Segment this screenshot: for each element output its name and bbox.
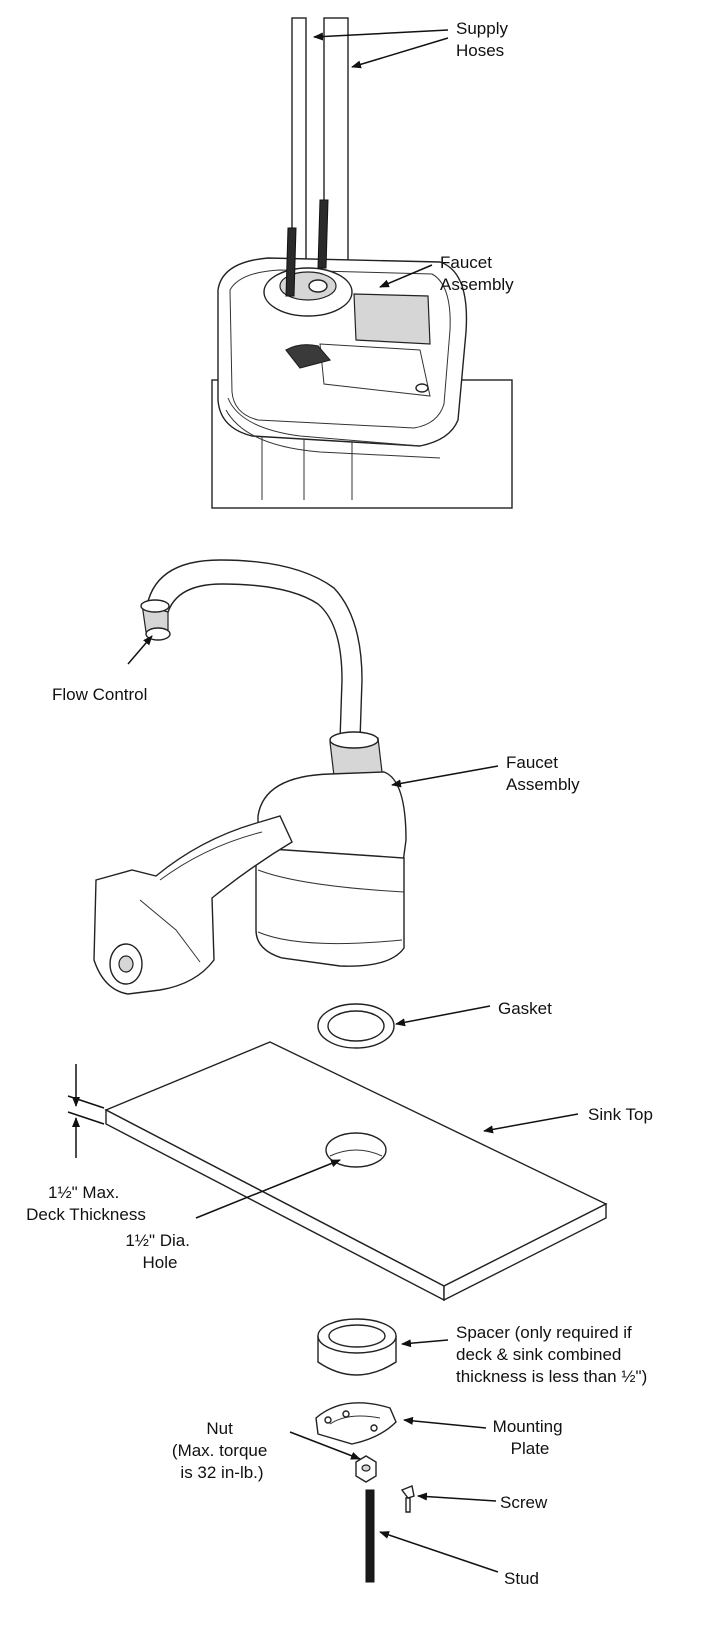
faucet-assembly-leader bbox=[391, 765, 499, 788]
sink-top-label: Sink Top bbox=[588, 1105, 653, 1124]
spacer bbox=[317, 1318, 397, 1376]
stud bbox=[365, 1489, 375, 1583]
faucet-assembly-top-view bbox=[211, 257, 513, 509]
faucet-assembly-top-leader bbox=[379, 264, 433, 288]
faucet-handle bbox=[93, 815, 293, 995]
screw-leader bbox=[417, 1492, 497, 1502]
faucet-assembly-studs bbox=[285, 199, 329, 297]
deck-thickness-label: 1½" Max. Deck Thickness bbox=[26, 1183, 146, 1224]
faucet-spout bbox=[140, 559, 363, 741]
spacer-label: Spacer (only required if deck & sink com… bbox=[456, 1323, 647, 1386]
nut-label: Nut (Max. torque is 32 in-lb.) bbox=[172, 1419, 272, 1482]
supply-hoses-label: Supply Hoses bbox=[456, 19, 513, 60]
sink-top-leader bbox=[483, 1113, 579, 1134]
screw bbox=[400, 1485, 415, 1513]
faucet-assembly-top-label: Faucet Assembly bbox=[440, 253, 514, 294]
hole-label: 1½" Dia. Hole bbox=[125, 1231, 194, 1272]
mounting-plate bbox=[315, 1402, 397, 1445]
supply-hoses-leader-1 bbox=[313, 29, 449, 41]
deck-thickness-dimension bbox=[67, 1064, 105, 1158]
screw-label: Screw bbox=[500, 1493, 548, 1512]
stud-leader bbox=[379, 1531, 499, 1573]
gasket bbox=[317, 1003, 395, 1049]
gasket-label: Gasket bbox=[498, 999, 552, 1018]
sink-top bbox=[104, 1041, 608, 1302]
stud-label: Stud bbox=[504, 1569, 539, 1588]
faucet-assembly-label: Faucet Assembly bbox=[506, 753, 580, 794]
spacer-leader bbox=[401, 1339, 449, 1348]
mounting-plate-label: Mounting Plate bbox=[493, 1417, 568, 1458]
flow-control-leader bbox=[127, 635, 153, 665]
hole-leader bbox=[195, 1159, 341, 1219]
nut-leader bbox=[289, 1431, 361, 1460]
flow-control-label: Flow Control bbox=[52, 685, 147, 704]
gasket-leader bbox=[395, 1005, 491, 1027]
mounting-plate-leader bbox=[403, 1416, 487, 1429]
faucet-body bbox=[255, 731, 407, 967]
supply-hoses-leader-2 bbox=[351, 37, 449, 69]
nut bbox=[355, 1455, 377, 1483]
